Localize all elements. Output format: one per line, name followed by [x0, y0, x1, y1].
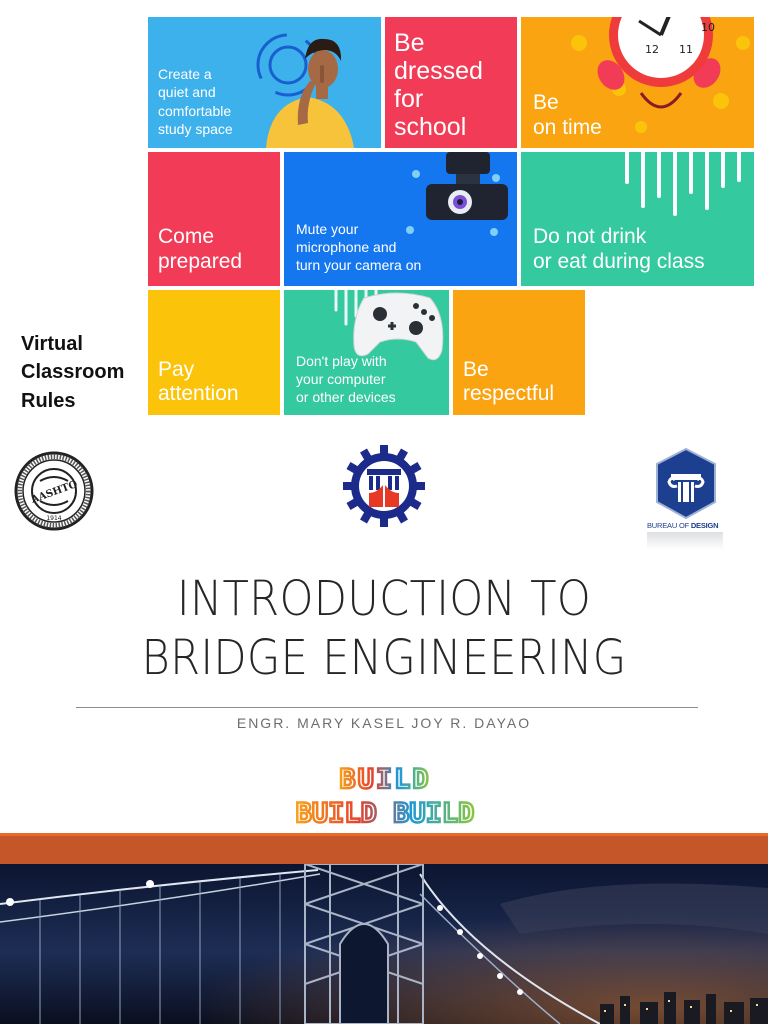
- rule-no-eating-text: Do not drink or eat during class: [533, 225, 705, 274]
- bridge-night-photo: [0, 864, 768, 1024]
- build-logo-line1: BUILD: [339, 764, 430, 795]
- webcam-icon: [406, 152, 508, 236]
- title-divider: [76, 707, 698, 708]
- svg-text:12: 12: [645, 43, 659, 56]
- presenter-name: ENGR. MARY KASEL JOY R. DAYAO: [236, 715, 532, 731]
- rule-pay-attention-text: Pay attention: [158, 358, 239, 405]
- build-build-build-logo: BUILD BUILD BUILD: [294, 763, 475, 828]
- rule-no-playing-text: Don't play with your computer or other d…: [296, 353, 396, 406]
- rule-tile-come-prepared: Come prepared: [148, 152, 280, 286]
- rule-tile-mute-camera: Mute your microphone and turn your camer…: [284, 152, 517, 286]
- aashto-seal-year: 1914: [46, 515, 61, 522]
- rule-tile-study-space: Create a quiet and comfortable study spa…: [148, 17, 381, 148]
- rule-respectful-text: Be respectful: [463, 358, 555, 405]
- virtual-classroom-rules-heading: Virtual Classroom Rules: [21, 333, 125, 412]
- rule-tile-pay-attention: Pay attention: [148, 290, 280, 415]
- rule-mute-camera-text: Mute your microphone and turn your camer…: [296, 221, 422, 274]
- rule-prepared-text: Come prepared: [158, 225, 243, 273]
- rule-tile-no-eating: Do not drink or eat during class: [521, 152, 754, 286]
- alarm-clock-icon: 10 11 12: [571, 17, 750, 133]
- rule-study-space-text: Create a quiet and comfortable study spa…: [158, 66, 233, 138]
- rule-tile-dressed: Be dressed for school: [385, 17, 517, 148]
- person-shush-illustration: [256, 33, 354, 148]
- accent-bar: [0, 833, 768, 864]
- drip-lines-decoration: [625, 152, 741, 216]
- bureau-of-design-text: BUREAU OF DESIGN: [647, 521, 719, 530]
- rule-dressed-text: Be dressed for school: [394, 29, 483, 141]
- rule-on-time-text: Be on time: [533, 91, 602, 140]
- build-logo-line2: BUILD BUILD: [296, 798, 475, 828]
- rule-tile-no-playing: Don't play with your computer or other d…: [284, 290, 449, 415]
- logo-reflection: [647, 532, 723, 550]
- rule-tile-respectful: Be respectful: [453, 290, 585, 415]
- game-controller-icon: [334, 290, 444, 361]
- rule-tile-on-time: 10 11 12 Be on time: [521, 17, 754, 148]
- dpwh-gear-logo: [343, 445, 425, 527]
- svg-text:11: 11: [679, 43, 693, 56]
- presentation-title: INTRODUCTION TO BRIDGE ENGINEERING: [141, 571, 627, 686]
- aashto-seal-logo: AASHTO 1914: [14, 451, 94, 531]
- svg-text:10: 10: [701, 21, 715, 34]
- bureau-of-design-logo: BUREAU OF DESIGN: [645, 446, 727, 551]
- bureau-of-design-emblem: [656, 447, 716, 520]
